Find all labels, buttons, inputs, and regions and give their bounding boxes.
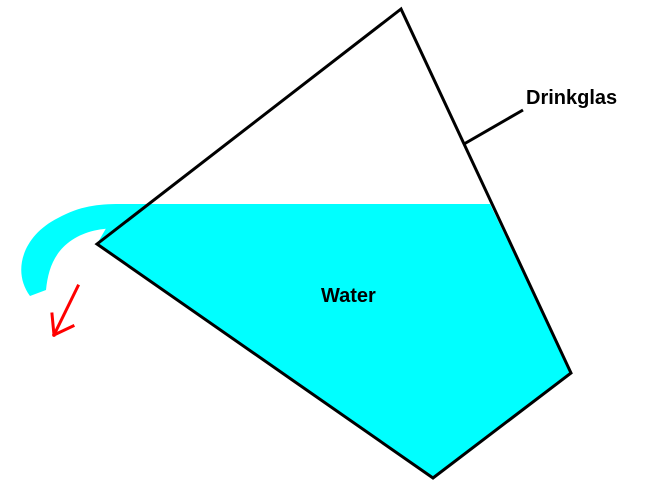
water-fill	[97, 204, 571, 478]
water-label: Water	[321, 285, 376, 307]
pour-direction-arrow	[52, 286, 78, 335]
glass-leader-line	[464, 110, 523, 144]
glass-label: Drinkglas	[526, 87, 617, 109]
